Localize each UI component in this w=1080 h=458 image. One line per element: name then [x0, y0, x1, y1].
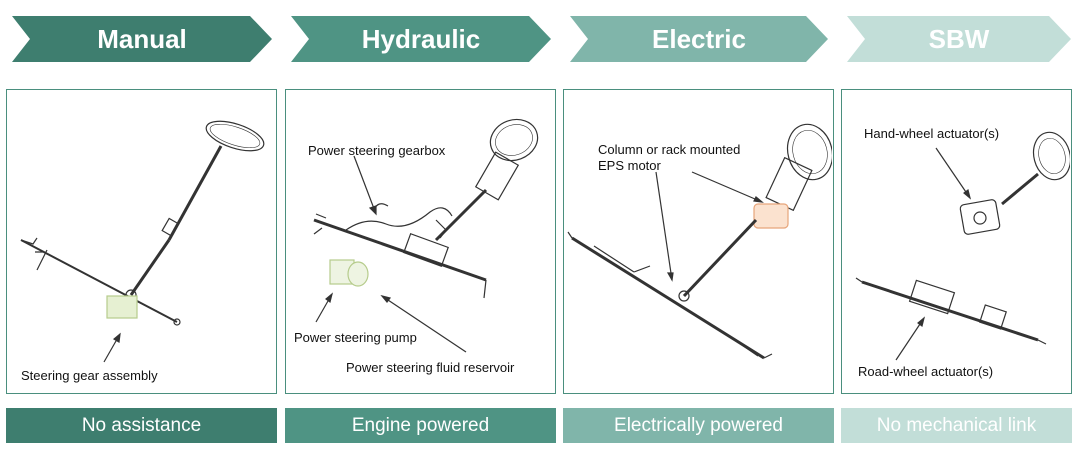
- chevron-shape-sbw: [847, 16, 1071, 62]
- label-power-steering-fluid-reservoir: Power steering fluid reservoir: [346, 360, 515, 375]
- electric-steering-illustration: [567, 123, 832, 360]
- manual-steering-illustration: [20, 120, 265, 363]
- panel-sbw: Hand-wheel actuator(s) Road-wheel actuat…: [841, 89, 1072, 394]
- chevron-shape-manual: [12, 16, 272, 62]
- footer-electric: Electrically powered: [563, 408, 834, 443]
- stage-header-hydraulic: Hydraulic: [291, 16, 551, 62]
- stage-title-manual: Manual: [97, 24, 187, 54]
- stage-header-sbw: SBW: [847, 16, 1071, 62]
- stage-title-hydraulic: Hydraulic: [361, 24, 481, 54]
- label-power-steering-pump: Power steering pump: [294, 330, 417, 345]
- label-road-wheel-actuator: Road-wheel actuator(s): [858, 364, 994, 379]
- stage-title-electric: Electric: [652, 24, 746, 54]
- footer-hydraulic: Engine powered: [285, 408, 556, 443]
- hydraulic-steering-illustration: [313, 118, 539, 353]
- chevron-shape-electric: [570, 16, 828, 62]
- label-hand-wheel-actuator: Hand-wheel actuator(s): [864, 126, 1000, 141]
- stage-title-sbw: SBW: [928, 24, 990, 54]
- footer-manual: No assistance: [6, 408, 277, 443]
- sbw-illustration: [855, 131, 1070, 361]
- panel-electric: Column or rack mounted EPS motor: [563, 89, 834, 394]
- label-eps-motor-line1: Column or rack mounted: [598, 142, 741, 157]
- label-power-steering-gearbox: Power steering gearbox: [308, 143, 446, 158]
- panel-manual: Steering gear assembly: [6, 89, 277, 394]
- footer-sbw: No mechanical link: [841, 408, 1072, 443]
- stage-header-electric: Electric: [570, 16, 828, 62]
- stage-header-manual: Manual: [12, 16, 272, 62]
- chevron-shape-hydraulic: [291, 16, 551, 62]
- panel-hydraulic: Power steering gearbox Power steering pu…: [285, 89, 556, 394]
- label-eps-motor-line2: EPS motor: [598, 158, 661, 173]
- label-steering-gear-assembly: Steering gear assembly: [21, 368, 158, 383]
